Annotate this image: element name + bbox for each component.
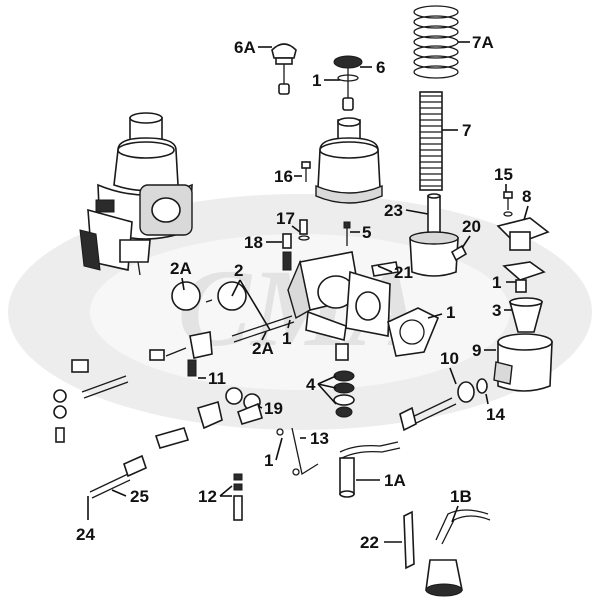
jet-1b-icon bbox=[403, 509, 491, 597]
callout-6a: 6A bbox=[234, 38, 256, 57]
callout-12: 12 bbox=[198, 487, 217, 506]
callout-labels: 6A 6 1 7A 7 16 15 8 23 17 5 20 18 2A 2 2… bbox=[76, 33, 531, 552]
float-chamber-icon bbox=[493, 333, 553, 392]
callout-10: 10 bbox=[440, 349, 459, 368]
float-icon bbox=[508, 297, 544, 333]
callout-21: 21 bbox=[394, 263, 413, 282]
callout-7a: 7A bbox=[472, 33, 494, 52]
parts-drawing bbox=[53, 5, 553, 597]
callout-1b: 1B bbox=[450, 487, 472, 506]
callout-14: 14 bbox=[486, 405, 505, 424]
callout-1-top: 1 bbox=[312, 71, 321, 90]
callout-1-gasket: 1 bbox=[446, 303, 455, 322]
carburettor-body-icon bbox=[287, 251, 399, 342]
choke-linkage-icon bbox=[53, 331, 263, 499]
dashpot-chamber-icon bbox=[315, 117, 383, 204]
callout-1-mid: 1 bbox=[282, 329, 291, 348]
callout-18: 18 bbox=[244, 233, 263, 252]
assembled-carburettor-icon bbox=[79, 112, 193, 276]
callout-17: 17 bbox=[276, 209, 295, 228]
callout-2a-right: 2A bbox=[252, 339, 274, 358]
small-screws-icon bbox=[282, 161, 513, 271]
callout-24: 24 bbox=[76, 525, 95, 544]
gasket-icon bbox=[387, 307, 440, 357]
callout-7: 7 bbox=[462, 121, 471, 140]
spring-7-icon bbox=[419, 91, 443, 191]
callout-25: 25 bbox=[130, 487, 149, 506]
callout-11: 11 bbox=[208, 369, 226, 388]
callout-8: 8 bbox=[522, 187, 531, 206]
callout-15: 15 bbox=[494, 165, 513, 184]
callout-16: 16 bbox=[274, 167, 293, 186]
spring-7a-icon bbox=[413, 5, 459, 79]
damper-6a-icon bbox=[271, 43, 297, 95]
jet-parts-icon bbox=[333, 343, 355, 418]
callout-1-right: 1 bbox=[492, 273, 501, 292]
rod-icon bbox=[276, 427, 319, 476]
callout-5: 5 bbox=[362, 223, 371, 242]
callout-19: 19 bbox=[264, 399, 283, 418]
callout-6: 6 bbox=[376, 58, 385, 77]
callout-23: 23 bbox=[384, 201, 403, 220]
callout-2: 2 bbox=[234, 261, 243, 280]
callout-1a: 1A bbox=[384, 471, 406, 490]
callout-20: 20 bbox=[462, 217, 481, 236]
piston-23-icon bbox=[409, 193, 459, 277]
damper-6-icon bbox=[333, 55, 363, 111]
callout-3: 3 bbox=[492, 301, 501, 320]
mounting-bolt-icon bbox=[399, 378, 488, 432]
banjo-fuel-pipe-icon bbox=[339, 441, 401, 498]
callout-4: 4 bbox=[306, 375, 316, 394]
callout-22: 22 bbox=[360, 533, 379, 552]
float-chamber-lid-icon bbox=[496, 217, 550, 293]
callout-2a-left: 2A bbox=[170, 259, 192, 278]
callout-13: 13 bbox=[310, 429, 329, 448]
callout-1-low: 1 bbox=[264, 451, 273, 470]
screws-12-icon bbox=[233, 473, 243, 521]
callout-9: 9 bbox=[472, 341, 481, 360]
